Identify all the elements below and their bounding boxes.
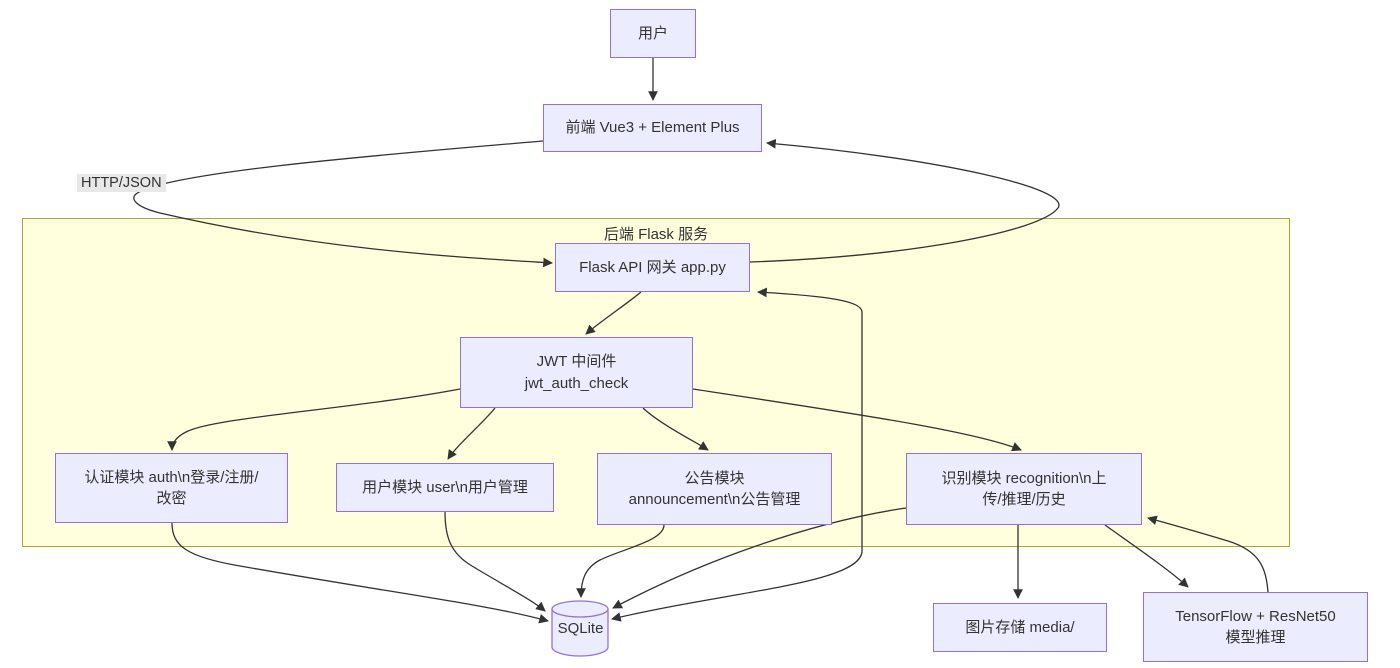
node-media-storage: 图片存储 media/ [933, 603, 1107, 652]
edge-auth-to-sqlite [171, 522, 549, 624]
node-recognition-module-label: 识别模块 recognition\n上传/推理/历史 [941, 469, 1107, 508]
edge-jwt-to-recognition [692, 388, 1022, 452]
edge-jwt-to-auth [167, 388, 461, 451]
node-user-module: 用户模块 user\n用户管理 [336, 463, 554, 512]
node-frontend: 前端 Vue3 + Element Plus [543, 104, 762, 152]
node-flask-gateway: Flask API 网关 app.py [555, 243, 750, 292]
node-frontend-label: 前端 Vue3 + Element Plus [565, 119, 740, 137]
edge-gateway-to-frontend [749, 138, 1060, 263]
node-jwt-label-line2: jwt_auth_check [524, 374, 629, 392]
node-tensorflow: TensorFlow + ResNet50 模型推理 [1143, 592, 1368, 662]
edge-jwt-to-announce [642, 407, 709, 451]
edge-frontend-to-gateway [133, 140, 553, 268]
edge-sqlite-gateway-bidirectional [611, 287, 863, 622]
node-tensorflow-label: TensorFlow + ResNet50 模型推理 [1175, 607, 1336, 646]
edge-gateway-to-jwt [585, 291, 642, 335]
edge-label-http-json: HTTP/JSON [77, 174, 166, 192]
node-sqlite-label: SQLite [557, 620, 604, 637]
node-jwt-middleware: JWT 中间件 jwt_auth_check [460, 337, 693, 408]
sqlite-cylinder [551, 600, 609, 657]
node-flask-gateway-label: Flask API 网关 app.py [579, 258, 726, 276]
node-auth-module-label: 认证模块 auth\n登录/注册/改密 [84, 468, 259, 507]
edge-jwt-to-usermod [447, 407, 496, 460]
node-announcement-module-label: 公告模块 announcement\n公告管理 [628, 469, 801, 508]
node-announcement-module: 公告模块 announcement\n公告管理 [597, 453, 832, 525]
node-user-label: 用户 [637, 24, 668, 42]
edge-announce-to-sqlite [576, 524, 665, 598]
node-auth-module: 认证模块 auth\n登录/注册/改密 [55, 453, 288, 523]
subgraph-title: 后端 Flask 服务 [603, 226, 709, 243]
node-user: 用户 [610, 9, 696, 58]
node-media-storage-label: 图片存储 media/ [965, 618, 1075, 636]
node-user-module-label: 用户模块 user\n用户管理 [362, 478, 528, 496]
edge-recognition-to-tensorflow [1104, 524, 1189, 588]
node-recognition-module: 识别模块 recognition\n上传/推理/历史 [906, 453, 1142, 525]
edge-usermod-to-sqlite [444, 511, 546, 612]
node-jwt-label-line1: JWT 中间件 [536, 353, 617, 371]
edge-tensorflow-to-recognition [1147, 515, 1269, 593]
